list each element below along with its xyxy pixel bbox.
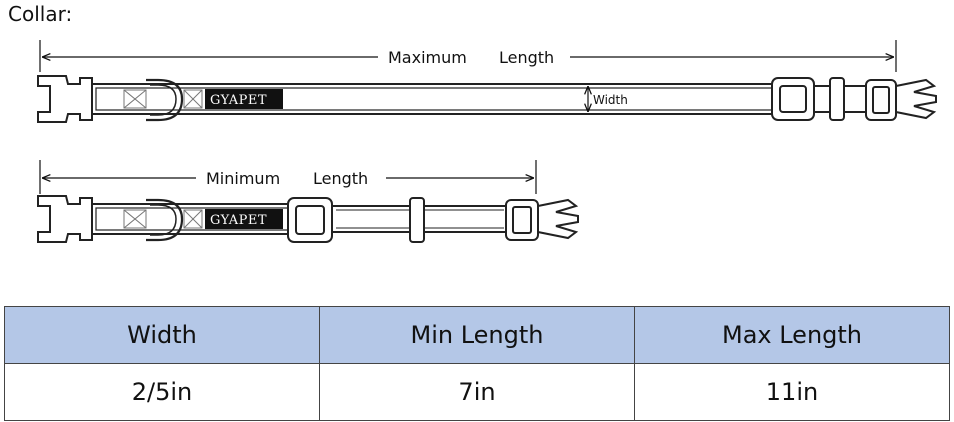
cell-max-length: 11in — [634, 363, 950, 421]
d-ring-long — [146, 78, 184, 122]
brand-text-short: GYAPET — [210, 213, 267, 228]
width-dimension: Width — [588, 86, 628, 112]
max-length-dimension: Maximum Length — [39, 40, 897, 72]
brand-tag-short — [205, 209, 283, 229]
keeper-loop-long — [829, 77, 845, 121]
size-table: Width Min Length Max Length 2/5in 7in 11… — [4, 306, 950, 421]
table-header-row: Width Min Length Max Length — [4, 306, 950, 364]
width-label: Width — [593, 93, 628, 107]
max-label-left: Maximum — [388, 48, 467, 67]
min-label-right: Length — [313, 169, 368, 188]
table-row: 2/5in 7in 11in — [4, 363, 950, 421]
buckle-female-short — [37, 195, 93, 243]
min-label-left: Minimum — [206, 169, 280, 188]
brand-tag-long — [205, 89, 283, 109]
cell-width: 2/5in — [4, 363, 320, 421]
header-width: Width — [4, 306, 320, 364]
d-ring-short — [146, 198, 184, 242]
collar-short — [37, 195, 579, 243]
header-min-length: Min Length — [319, 306, 635, 364]
min-length-dimension: Minimum Length — [39, 160, 537, 194]
collar-diagram: Maximum Length GYAPET — [37, 40, 937, 243]
brand-text-long: GYAPET — [210, 93, 267, 108]
buckle-female-long — [37, 75, 93, 123]
collar-title: Collar: — [8, 2, 73, 26]
max-label-right: Length — [499, 48, 554, 67]
keeper-loop-short — [409, 197, 425, 243]
cell-min-length: 7in — [319, 363, 635, 421]
header-max-length: Max Length — [634, 306, 950, 364]
collar-long — [37, 75, 937, 123]
